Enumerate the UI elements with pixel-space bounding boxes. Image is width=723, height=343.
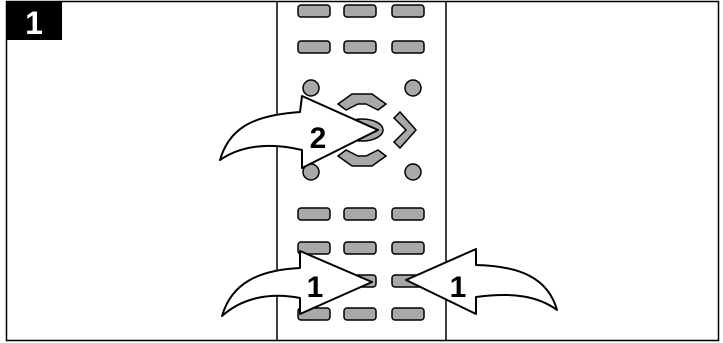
round-button-top-left <box>303 80 319 96</box>
right-arrow-1-label: 1 <box>450 271 467 304</box>
left-arrow-1-label: 1 <box>307 271 324 304</box>
button-row-top-1 <box>298 5 424 17</box>
round-button-top-right <box>405 80 421 96</box>
button-row-bottom-2 <box>298 242 424 254</box>
arrow-2-label: 2 <box>310 122 327 155</box>
round-button-bottom-right <box>405 164 421 180</box>
button-row-top-2 <box>298 41 424 53</box>
step-number: 1 <box>25 5 43 41</box>
button-row-bottom-1 <box>298 208 424 220</box>
button-row-bottom-4 <box>298 308 424 320</box>
